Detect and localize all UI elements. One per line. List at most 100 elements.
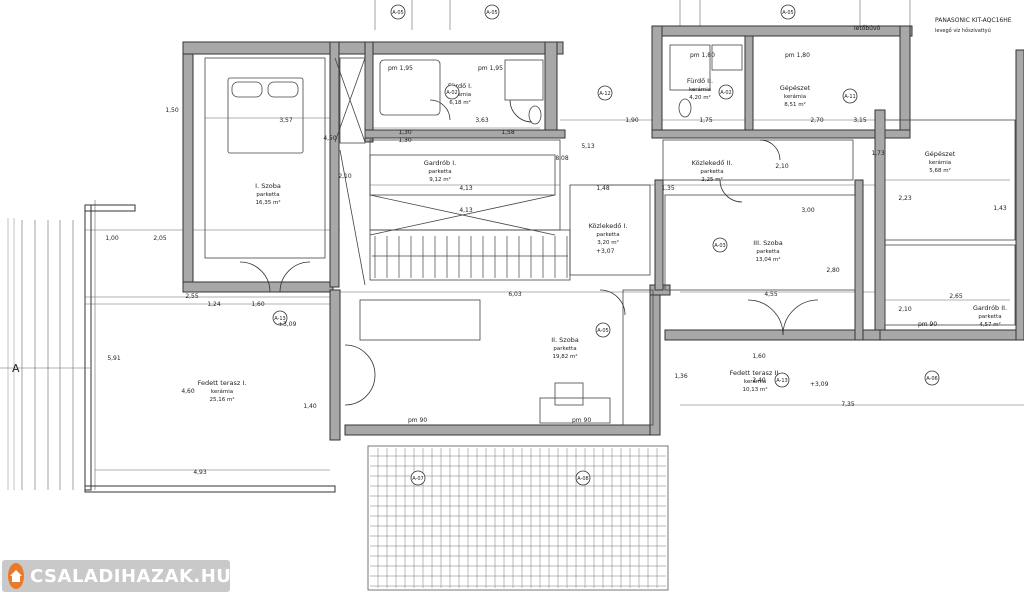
elevation-label: +3,09 — [278, 321, 297, 328]
section-marker: A-13 — [272, 310, 288, 326]
dimension-value: 1,60 — [251, 301, 265, 308]
section-marker: A-08 — [575, 470, 591, 486]
room-name: Közlekedő II. — [692, 158, 733, 167]
pm-label: pm 1,95 — [478, 65, 503, 72]
section-marker: A-06 — [924, 370, 940, 386]
door-arcs — [239, 99, 819, 406]
section-marker-circle — [444, 84, 460, 100]
dimension-value: 3,63 — [475, 117, 489, 124]
room-floor: parketta — [428, 169, 451, 175]
dimension-value: 1,30 — [398, 137, 412, 144]
room-name: Gépészet — [925, 150, 956, 158]
dimension-value: 1,35 — [661, 185, 675, 192]
dimension-value: 4,13 — [459, 185, 473, 192]
dimension-value: 1,48 — [596, 185, 610, 192]
staircase — [372, 236, 568, 278]
room-name: Fedett terasz I. — [198, 379, 247, 387]
dimension-value: 2,70 — [810, 117, 824, 124]
room-area: 13,04 m² — [755, 256, 780, 263]
room-area: 10,13 m² — [742, 386, 767, 393]
section-marker-circle — [575, 470, 591, 486]
dimension-value: 4,60 — [181, 388, 195, 395]
house-logo-icon — [8, 563, 24, 589]
room-name: I. Szoba — [255, 182, 281, 190]
dimension-value: 1,43 — [993, 205, 1007, 212]
dimension-value: 6,03 — [508, 291, 522, 298]
dimension-value: 1,40 — [303, 403, 317, 410]
dimension-value: 1,75 — [699, 117, 713, 124]
section-marker: A-05 — [780, 4, 796, 20]
dimension-value: 1,90 — [625, 117, 639, 124]
section-marker: A-02 — [444, 84, 460, 100]
pm-label: pm 90 — [572, 417, 591, 424]
room-name: III. Szoba — [753, 239, 783, 247]
section-marker: A-05 — [390, 4, 406, 20]
room-name: Fedett terasz II. — [730, 369, 781, 377]
dimension-value: 2,55 — [185, 293, 199, 300]
room-floor: parketta — [700, 169, 723, 175]
room-floor: parketta — [756, 249, 779, 255]
dimension-value: 4,50 — [323, 135, 337, 142]
dimension-value: 2,10 — [775, 163, 789, 170]
section-marker-circle — [780, 4, 796, 20]
dimension-value: 3,57 — [279, 117, 293, 124]
room-floor: parketta — [553, 346, 576, 352]
section-marker-circle — [924, 370, 940, 386]
section-marker-label: A-12 — [599, 91, 610, 97]
pm-label: pm 90 — [918, 321, 937, 328]
dimension-value: 4,13 — [459, 207, 473, 214]
room-area: 9,12 m² — [429, 176, 451, 183]
room-floor: kerámia — [784, 93, 806, 100]
section-marker-circle — [718, 84, 734, 100]
section-marker-label: A-06 — [926, 376, 937, 382]
dimension-value: 2,05 — [153, 235, 167, 242]
room-area: 5,68 m² — [929, 167, 951, 174]
room-area: 3,20 m² — [597, 239, 619, 246]
section-marker: A-05 — [595, 322, 611, 338]
dimension-value: 4,93 — [193, 469, 207, 476]
dimension-value: 1,24 — [207, 301, 221, 308]
section-marker-circle — [484, 4, 500, 20]
room-floor: kerámia — [929, 159, 951, 166]
section-marker-label: A-02 — [720, 90, 731, 96]
room-floor: parketta — [256, 192, 279, 198]
room-area: 6,18 m² — [449, 99, 471, 106]
section-marker-label: A-03 — [714, 243, 725, 249]
interior-lines — [204, 57, 1016, 426]
section-marker-label: A-05 — [392, 10, 403, 16]
room-area: 25,16 m² — [209, 396, 234, 403]
dimension-labels: 3,57 3,63 1,58 1,90 1,75 2,70 4,13 4,13 1,48 1,35… — [105, 107, 1007, 476]
room-floor: kerámia — [689, 86, 711, 93]
section-marker-label: A-08 — [577, 476, 588, 482]
room-name: Gardrób I. — [424, 159, 456, 167]
section-marker-circle — [597, 85, 613, 101]
dimension-value: 5,13 — [581, 143, 595, 150]
section-marker-circle — [272, 310, 288, 326]
section-marker-circle — [712, 237, 728, 253]
section-marker-label: A-02 — [446, 90, 457, 96]
dimension-value: 1,58 — [501, 129, 515, 136]
room-area: 19,82 m² — [552, 353, 577, 360]
dimension-value: 1,73 — [871, 150, 885, 157]
equipment-sub-label: levegő víz hőszivattyú — [935, 27, 991, 34]
room-area: 16,35 m² — [255, 199, 280, 206]
dimension-lines — [0, 0, 1024, 490]
section-marker: A-07 — [410, 470, 426, 486]
section-marker: A-11 — [842, 88, 858, 104]
elevation-label: +3,09 — [810, 381, 829, 388]
section-marker-circle — [410, 470, 426, 486]
equipment-label: PANASONIC KIT-AQC16HE — [935, 17, 1012, 24]
watermark[interactable]: CSALADIHAZAK.HU — [2, 560, 231, 592]
dimension-value: 2,65 — [949, 293, 963, 300]
